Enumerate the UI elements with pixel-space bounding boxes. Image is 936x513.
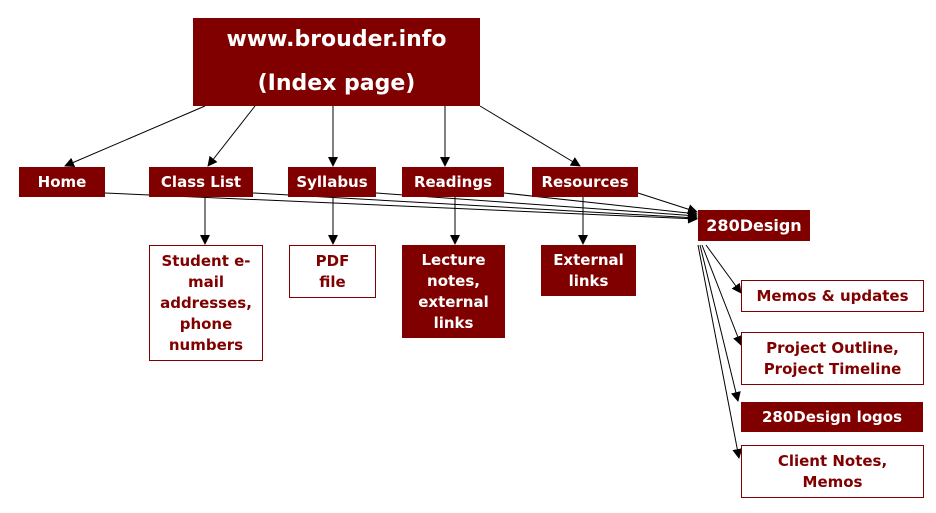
root-subtitle: (Index page): [257, 71, 416, 96]
nav-readings[interactable]: Readings: [402, 167, 504, 197]
memos-updates-node[interactable]: Memos & updates: [741, 280, 924, 312]
lecture-notes-node[interactable]: Lecture notes, external links: [402, 245, 505, 338]
client-notes-node[interactable]: Client Notes, Memos: [741, 445, 924, 498]
logos-node[interactable]: 280Design logos: [741, 402, 923, 432]
nav-syllabus[interactable]: Syllabus: [288, 167, 376, 197]
student-contacts-node[interactable]: Student e-mail addresses, phone numbers: [149, 245, 263, 361]
hub-280design[interactable]: 280Design: [698, 210, 810, 241]
nav-class-list[interactable]: Class List: [149, 167, 253, 197]
root-title: www.brouder.info: [226, 27, 447, 52]
external-links-node[interactable]: External links: [541, 245, 636, 296]
nav-home[interactable]: Home: [19, 167, 105, 197]
index-page-node[interactable]: www.brouder.info (Index page): [193, 18, 480, 106]
project-outline-node[interactable]: Project Outline, Project Timeline: [741, 332, 924, 385]
pdf-file-node[interactable]: PDF file: [289, 245, 376, 298]
nav-resources[interactable]: Resources: [532, 167, 638, 197]
